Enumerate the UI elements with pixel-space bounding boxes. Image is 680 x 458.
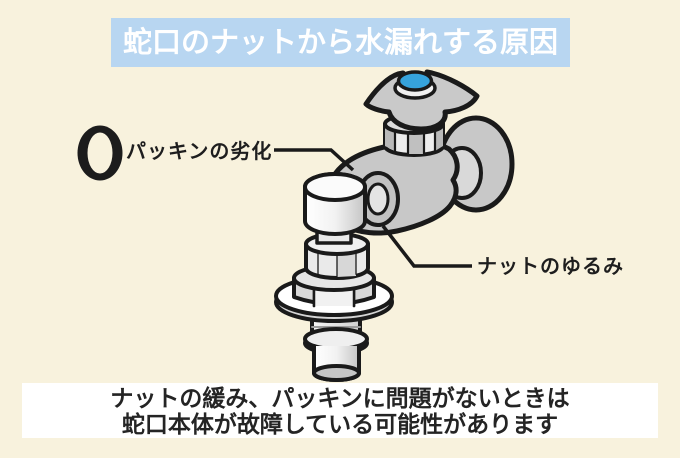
connector [315, 226, 353, 245]
handle-cap [396, 70, 434, 92]
handle [363, 69, 480, 132]
nut-label: ナットのゆるみ [477, 254, 624, 278]
faucet-body [325, 143, 460, 236]
footer-line-1: ナットの緩み、パッキンに問題がないときは [110, 386, 570, 412]
footer-note: ナットの緩み、パッキンに問題がないときは 蛇口本体が故障している可能性があります [22, 383, 658, 438]
o-ring-icon [77, 125, 123, 181]
spout-pipe [303, 308, 369, 382]
packing-cap-nut [303, 172, 367, 236]
handle-cap-rim [393, 76, 437, 100]
outlet-collar [356, 171, 400, 227]
octagon-nut [304, 232, 370, 280]
leader-line-packing [274, 148, 355, 172]
packing-label: パッキンの劣化 [126, 139, 273, 163]
wall-flange-hub [441, 146, 483, 200]
footer-line-2: 蛇口本体が故障している可能性があります [121, 412, 559, 438]
page-title: 蛇口のナットから水漏れする原因 [122, 25, 558, 59]
bonnet-nut [383, 113, 445, 157]
faucet [274, 69, 515, 382]
washer-disc [274, 275, 394, 323]
title-banner: 蛇口のナットから水漏れする原因 [111, 18, 570, 67]
hex-nut [292, 264, 376, 308]
leader-line-nut [381, 224, 472, 268]
handle-wings [363, 69, 480, 132]
wall-flange [437, 115, 515, 213]
